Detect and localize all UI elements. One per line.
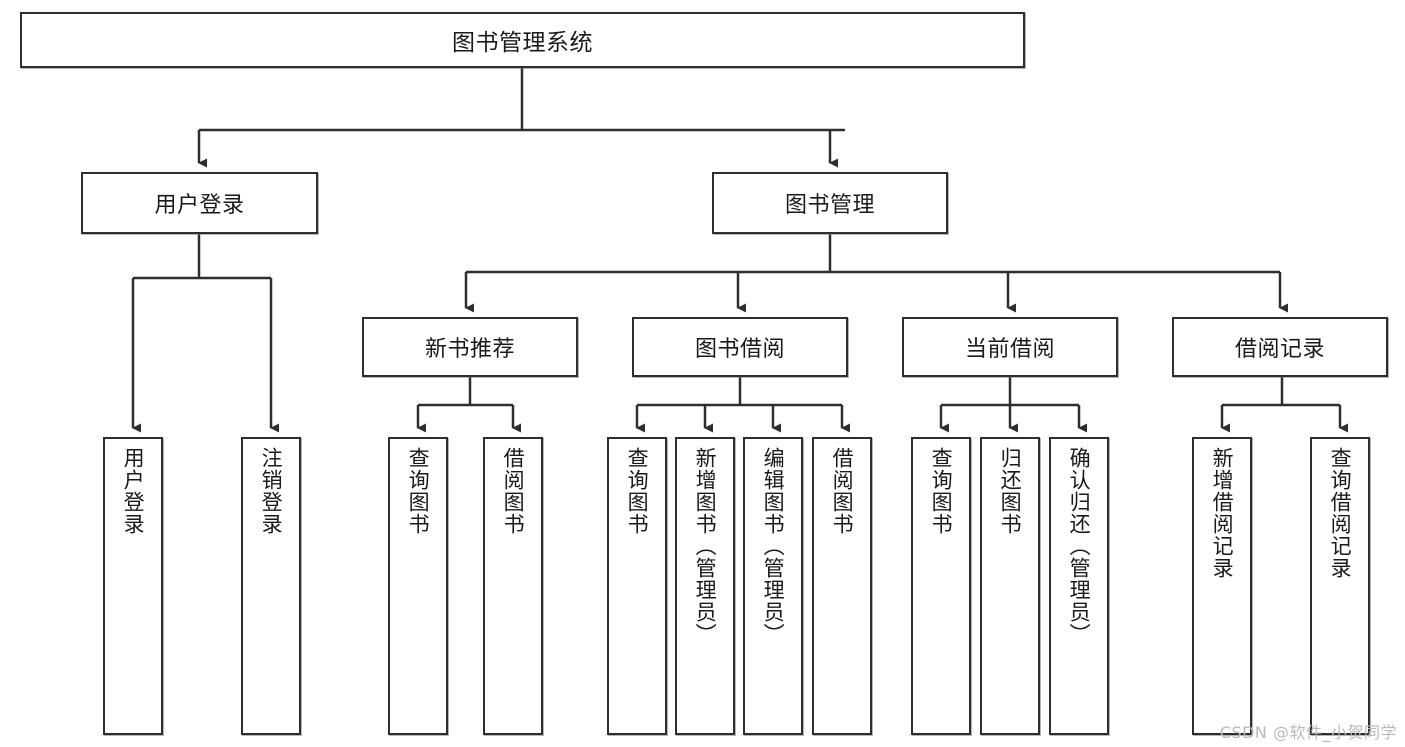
node-label-root: 图书管理系统 — [452, 30, 593, 56]
node-label-leaf-query-book-recommend: 查询图书 — [406, 447, 431, 535]
node-label-leaf-query-book-borrow: 查询图书 — [625, 447, 650, 535]
node-label-leaf-add-borrow-record: 新增借阅记录 — [1210, 447, 1235, 579]
node-leaf-user-login[interactable]: 用户登录 — [103, 437, 163, 735]
node-leaf-confirm-return[interactable]: 确认归还（管理员） — [1049, 437, 1109, 735]
node-label-leaf-borrow-book: 借阅图书 — [830, 447, 855, 535]
node-label-current-borrow: 当前借阅 — [964, 337, 1055, 362]
node-label-leaf-logout: 注销登录 — [259, 447, 284, 535]
node-borrow-record[interactable]: 借阅记录 — [1172, 317, 1388, 377]
node-label-leaf-query-borrow-record: 查询借阅记录 — [1328, 447, 1353, 579]
node-book-management[interactable]: 图书管理 — [712, 172, 948, 234]
node-label-book-borrow: 图书借阅 — [694, 337, 785, 362]
node-label-borrow-record: 借阅记录 — [1234, 337, 1325, 362]
node-leaf-borrow-book-recommend[interactable]: 借阅图书 — [483, 437, 543, 735]
node-user-login[interactable]: 用户登录 — [81, 172, 318, 234]
node-label-leaf-edit-book: 编辑图书（管理员） — [761, 447, 786, 645]
node-book-management-system[interactable]: 图书管理系统 — [20, 12, 1025, 68]
node-label-leaf-return-book: 归还图书 — [998, 447, 1023, 535]
node-leaf-return-book[interactable]: 归还图书 — [980, 437, 1040, 735]
node-leaf-query-borrow-record[interactable]: 查询借阅记录 — [1310, 437, 1370, 735]
node-leaf-query-book-recommend[interactable]: 查询图书 — [388, 437, 448, 735]
node-leaf-query-book-borrow[interactable]: 查询图书 — [607, 437, 667, 735]
node-book-borrow[interactable]: 图书借阅 — [632, 317, 848, 377]
node-label-book-management: 图书管理 — [784, 193, 875, 218]
node-label-new-book-recommend: 新书推荐 — [424, 337, 515, 362]
node-label-leaf-confirm-return: 确认归还（管理员） — [1067, 447, 1092, 645]
node-leaf-edit-book[interactable]: 编辑图书（管理员） — [743, 437, 803, 735]
node-leaf-add-book[interactable]: 新增图书（管理员） — [675, 437, 735, 735]
node-leaf-logout[interactable]: 注销登录 — [241, 437, 301, 735]
node-leaf-query-book-current[interactable]: 查询图书 — [911, 437, 971, 735]
node-current-borrow[interactable]: 当前借阅 — [902, 317, 1118, 377]
node-leaf-borrow-book[interactable]: 借阅图书 — [812, 437, 872, 735]
node-label-leaf-query-book-current: 查询图书 — [929, 447, 954, 535]
node-label-leaf-borrow-book-recommend: 借阅图书 — [501, 447, 526, 535]
node-new-book-recommend[interactable]: 新书推荐 — [362, 317, 578, 377]
node-label-user-login: 用户登录 — [154, 193, 245, 218]
node-label-leaf-user-login: 用户登录 — [121, 447, 146, 535]
node-label-leaf-add-book: 新增图书（管理员） — [693, 447, 718, 645]
node-leaf-add-borrow-record[interactable]: 新增借阅记录 — [1192, 437, 1252, 735]
watermark-text: CSDN @软件_小贺同学 — [1219, 723, 1397, 742]
